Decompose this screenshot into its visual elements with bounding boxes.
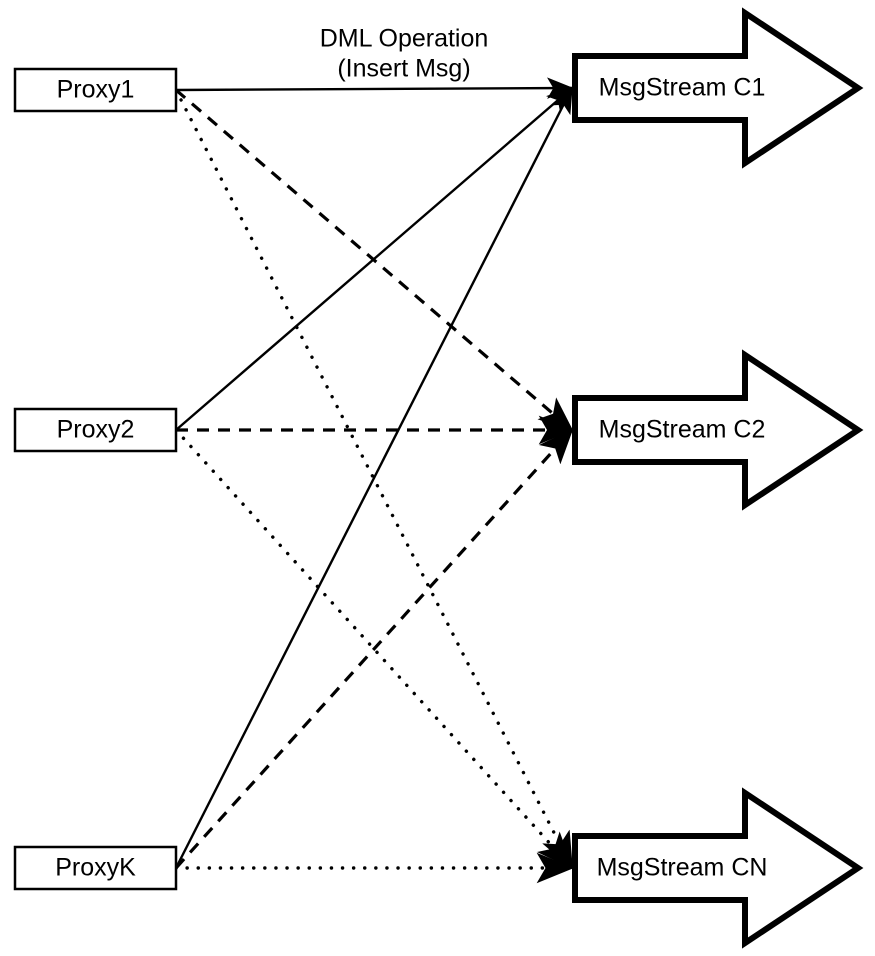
msgstream-arrow-shape	[572, 349, 864, 511]
msgstream-node-c1[interactable]: MsgStream C1	[572, 7, 864, 169]
msgstream-label: MsgStream C1	[599, 74, 766, 102]
connection-proxyK-c2	[174, 428, 574, 870]
proxy-node-proxyK[interactable]: ProxyK	[13, 845, 178, 891]
proxy-node-proxy2[interactable]: Proxy2	[13, 407, 178, 453]
dml-operation-label-line1: DML Operation	[320, 25, 489, 53]
edge-annotation: DML Operation (Insert Msg)	[320, 25, 489, 83]
proxy-node-proxy1[interactable]: Proxy1	[13, 67, 178, 113]
connection-proxy1-cn	[174, 88, 574, 870]
connection-proxy2-c1	[175, 87, 574, 431]
msgstream-node-c2[interactable]: MsgStream C2	[572, 349, 864, 511]
msgstream-label: MsgStream CN	[597, 854, 768, 882]
connection-proxy1-c1	[175, 77, 574, 99]
proxy-label: ProxyK	[55, 854, 136, 882]
connection-proxy2-cn	[174, 428, 574, 870]
msgstream-node-cn[interactable]: MsgStream CN	[572, 787, 864, 949]
connection-proxyK-c1	[174, 86, 574, 869]
proxy-box-rect	[13, 845, 178, 891]
proxy-box-rect	[13, 67, 178, 113]
msgstream-label: MsgStream C2	[599, 416, 766, 444]
dml-operation-label-line2: (Insert Msg)	[337, 55, 470, 83]
proxy-label: Proxy1	[57, 76, 135, 104]
msgstream-arrow-shape	[572, 787, 864, 949]
streams-layer: MsgStream C1 MsgStream C2 MsgStream CN	[572, 7, 864, 949]
proxy-box-rect	[13, 407, 178, 453]
msgstream-arrow-shape	[572, 7, 864, 169]
connections-layer	[174, 77, 575, 884]
proxy-label: Proxy2	[57, 416, 135, 444]
